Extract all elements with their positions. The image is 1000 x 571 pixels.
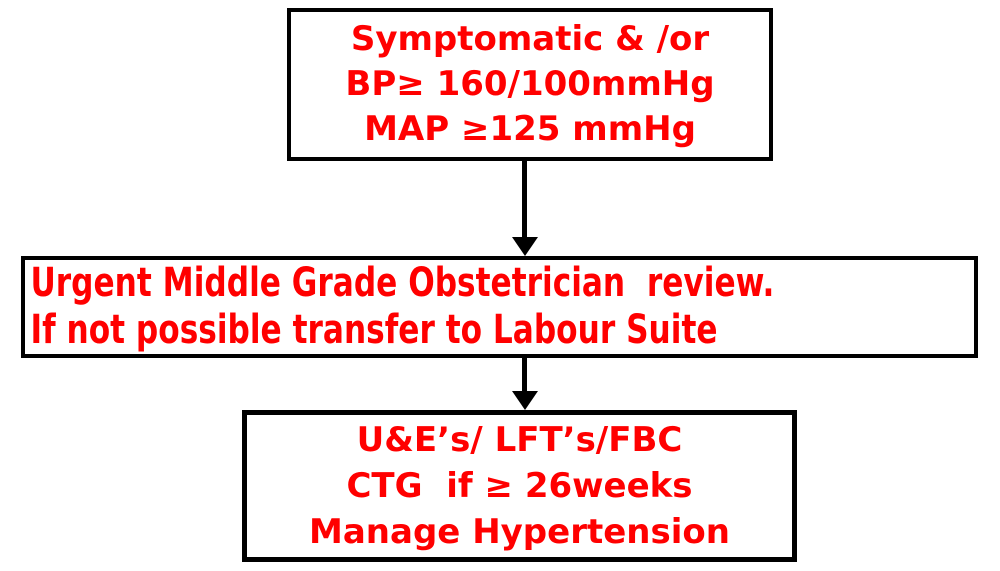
flow-box-symptomatic-criteria: Symptomatic & /or BP≥ 160/100mmHg MAP ≥1… (287, 8, 773, 161)
flow-box-investigations: U&E’s/ LFT’s/FBC CTG if ≥ 26weeks Manage… (242, 410, 797, 562)
box-text-line: CTG if ≥ 26weeks (346, 466, 693, 506)
box-text-line: MAP ≥125 mmHg (364, 109, 696, 149)
down-arrow-2-head (512, 391, 538, 410)
down-arrow-1-head (512, 237, 538, 256)
box-text-line: Urgent Middle Grade Obstetrician review. (30, 260, 775, 306)
box-text-line: U&E’s/ LFT’s/FBC (356, 420, 683, 460)
box-text-line: Symptomatic & /or (350, 19, 710, 59)
down-arrow-1-stem (522, 161, 527, 238)
box-text-line: If not possible transfer to Labour Suite (30, 307, 718, 353)
down-arrow-2-stem (522, 358, 527, 392)
flow-box-urgent-review: Urgent Middle Grade Obstetrician review.… (21, 256, 978, 358)
box-text-line: BP≥ 160/100mmHg (345, 64, 715, 104)
box-text-line: Manage Hypertension (309, 512, 730, 552)
